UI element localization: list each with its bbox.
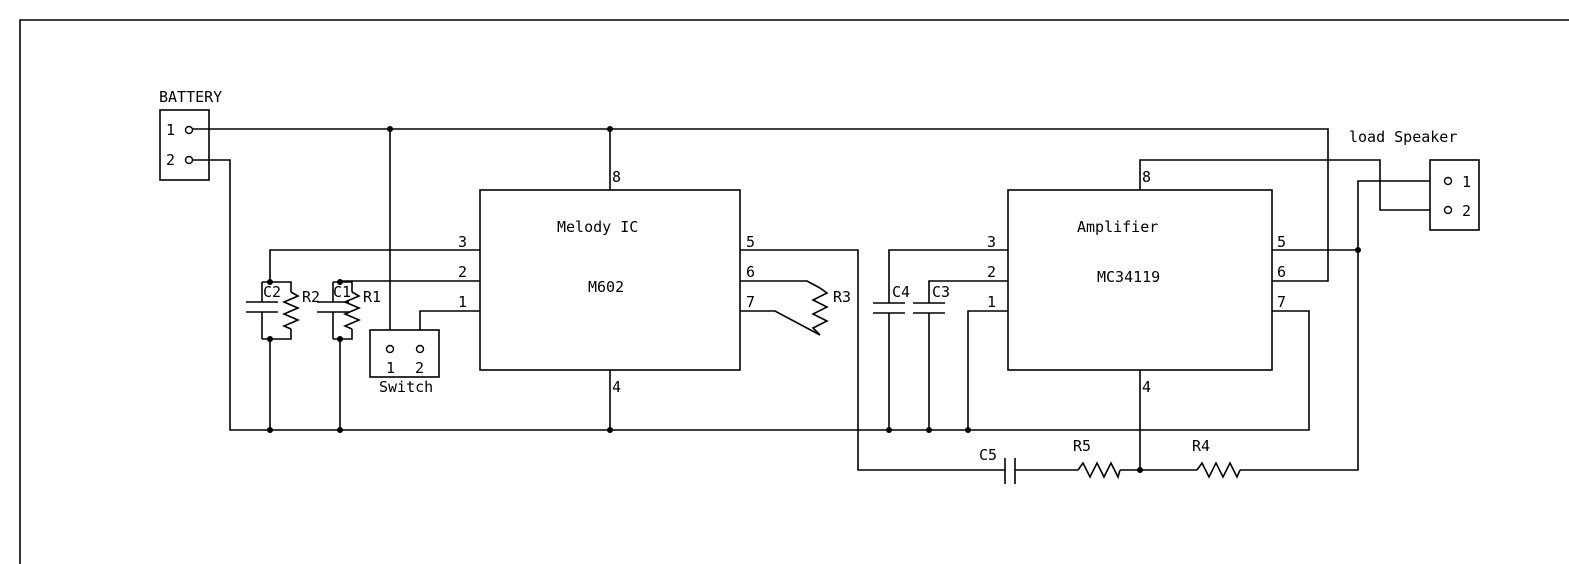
amplifier-pin-2: 2 xyxy=(987,263,996,281)
c1-label: C1 xyxy=(333,283,351,301)
speaker-pin-2 xyxy=(1443,205,1453,215)
capacitor-c3[interactable] xyxy=(913,302,945,314)
resistor-r1[interactable] xyxy=(342,291,362,330)
melody-ic-part: M602 xyxy=(588,278,624,296)
battery-body xyxy=(159,109,210,181)
battery-pin-1 xyxy=(184,125,194,135)
r1-label: R1 xyxy=(363,288,381,306)
melody-ic-name: Melody IC xyxy=(557,218,638,236)
amplifier-pin-3: 3 xyxy=(987,233,996,251)
battery-connector[interactable] xyxy=(159,109,210,181)
resistor-r4[interactable] xyxy=(1196,461,1241,479)
battery-pin-1-label: 1 xyxy=(166,121,175,139)
battery-label: BATTERY xyxy=(159,88,222,106)
amplifier-name: Amplifier xyxy=(1077,218,1158,236)
melody-pin-6: 6 xyxy=(746,263,755,281)
switch-pin-2-label: 2 xyxy=(415,359,424,377)
switch-component[interactable] xyxy=(369,329,440,378)
r2-label: R2 xyxy=(302,288,320,306)
c4-label: C4 xyxy=(892,283,910,301)
battery-pin-2 xyxy=(184,155,194,165)
melody-pin-7: 7 xyxy=(746,293,755,311)
r4-label: R4 xyxy=(1192,437,1210,455)
amplifier-pin-1: 1 xyxy=(987,293,996,311)
amplifier-pin-8: 8 xyxy=(1142,168,1151,186)
melody-ic-body[interactable] xyxy=(479,189,741,371)
speaker-pin-1-label: 1 xyxy=(1462,173,1471,191)
switch-label: Switch xyxy=(379,378,433,396)
c2-label: C2 xyxy=(263,283,281,301)
capacitor-c1[interactable] xyxy=(317,301,349,313)
speaker-connector[interactable] xyxy=(1429,159,1480,231)
switch-pin-1 xyxy=(385,344,395,354)
capacitor-c5[interactable] xyxy=(1004,458,1016,484)
amplifier-part: MC34119 xyxy=(1097,268,1160,286)
r3-label: R3 xyxy=(833,288,851,306)
switch-pin-2 xyxy=(415,344,425,354)
c3-label: C3 xyxy=(932,283,950,301)
melody-pin-2: 2 xyxy=(458,263,467,281)
melody-pin-3: 3 xyxy=(458,233,467,251)
melody-pin-5: 5 xyxy=(746,233,755,251)
amplifier-pin-5: 5 xyxy=(1277,233,1286,251)
amplifier-pin-7: 7 xyxy=(1277,293,1286,311)
switch-pin-1-label: 1 xyxy=(386,359,395,377)
junctions xyxy=(267,126,1361,473)
resistor-r5[interactable] xyxy=(1077,461,1121,480)
sheet-frame xyxy=(19,19,1569,564)
speaker-pin-1 xyxy=(1443,176,1453,186)
melody-pin-1: 1 xyxy=(458,293,467,311)
resistor-r2[interactable] xyxy=(281,291,301,330)
battery-pin-2-label: 2 xyxy=(166,151,175,169)
amplifier-pin-4: 4 xyxy=(1142,378,1151,396)
capacitor-c2[interactable] xyxy=(246,301,278,313)
c5-label: C5 xyxy=(979,446,997,464)
speaker-label: load Speaker xyxy=(1349,128,1457,146)
wires xyxy=(193,128,1430,471)
capacitor-c4[interactable] xyxy=(873,302,905,314)
r5-label: R5 xyxy=(1073,437,1091,455)
resistor-r3[interactable] xyxy=(811,287,829,336)
speaker-body xyxy=(1429,159,1480,231)
amplifier-body[interactable] xyxy=(1007,189,1273,371)
switch-body xyxy=(369,329,440,378)
melody-pin-4: 4 xyxy=(612,378,621,396)
melody-pin-8: 8 xyxy=(612,168,621,186)
speaker-pin-2-label: 2 xyxy=(1462,202,1471,220)
amplifier-pin-6: 6 xyxy=(1277,263,1286,281)
